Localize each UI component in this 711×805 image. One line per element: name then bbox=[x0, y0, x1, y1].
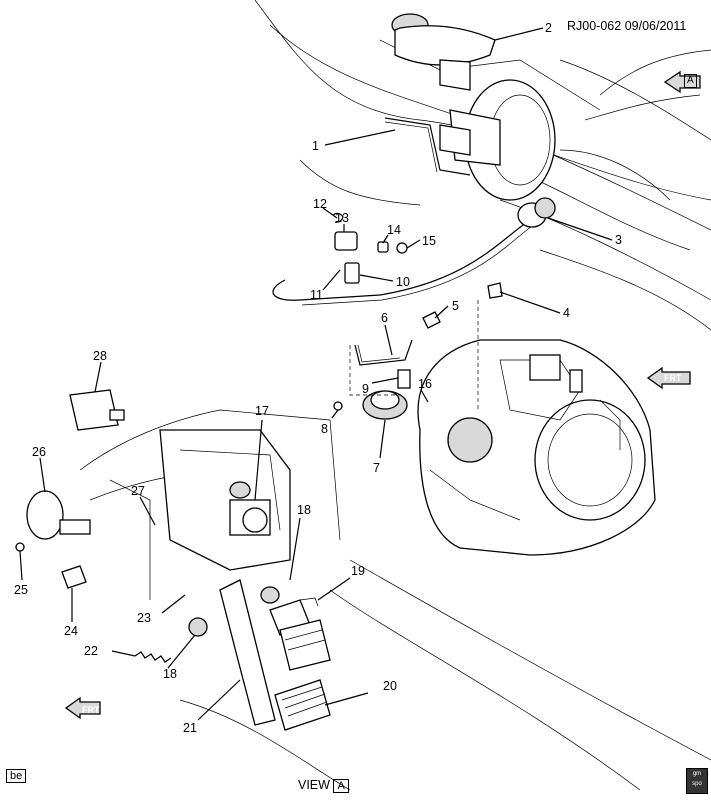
callout-24: 24 bbox=[64, 624, 78, 638]
logo-top: gm bbox=[692, 771, 702, 777]
floor-pan bbox=[179, 559, 711, 791]
callout-11: 11 bbox=[310, 288, 323, 302]
callout-18: 18 bbox=[297, 503, 311, 517]
callout-22: 22 bbox=[84, 644, 98, 658]
callout-20: 20 bbox=[383, 679, 397, 693]
callout-4: 4 bbox=[563, 306, 570, 320]
callout-3: 3 bbox=[615, 233, 622, 247]
ref-code: RJ00-062 bbox=[567, 19, 622, 33]
callout-5: 5 bbox=[452, 299, 459, 313]
callout-15: 15 bbox=[422, 234, 436, 248]
brake-booster bbox=[439, 79, 556, 201]
callout-18b: 18 bbox=[163, 667, 177, 681]
callout-21: 21 bbox=[183, 721, 197, 735]
view-label-letter: A bbox=[333, 779, 349, 793]
callout-7: 7 bbox=[373, 461, 380, 475]
callout-23: 23 bbox=[137, 611, 151, 625]
callout-2: 2 bbox=[545, 21, 552, 35]
ref-date: 09/06/2011 bbox=[624, 19, 687, 33]
callout-16: 16 bbox=[418, 377, 432, 391]
header-ref: RJ00-062 09/06/2011 bbox=[567, 19, 687, 33]
slave-cylinder bbox=[333, 339, 434, 420]
view-label-text: VIEW bbox=[298, 778, 330, 792]
callout-26: 26 bbox=[32, 445, 46, 459]
callout-28: 28 bbox=[93, 349, 107, 363]
callout-6: 6 bbox=[381, 311, 388, 325]
view-a-marker: A bbox=[684, 74, 697, 88]
switch-parts bbox=[15, 389, 125, 589]
frt-label-lower: FRT bbox=[82, 705, 100, 715]
fittings bbox=[332, 212, 503, 329]
return-spring bbox=[134, 651, 172, 663]
corner-code: be bbox=[6, 769, 27, 783]
leader-lines bbox=[19, 27, 613, 721]
callout-25: 25 bbox=[14, 583, 28, 597]
clutch-pipe bbox=[272, 197, 556, 306]
transmission bbox=[417, 339, 656, 556]
callout-9: 9 bbox=[362, 382, 369, 396]
callout-27: 27 bbox=[131, 484, 145, 498]
reservoir bbox=[391, 13, 496, 91]
gm-spo-logo: gm spo bbox=[686, 768, 708, 794]
frt-label-upper: FRT bbox=[664, 373, 682, 383]
pipe-1 bbox=[384, 117, 471, 176]
callout-12: 12 bbox=[313, 197, 327, 211]
callout-19: 19 bbox=[351, 564, 365, 578]
frt-arrow-upper bbox=[646, 366, 691, 390]
frt-arrow-lower bbox=[64, 696, 101, 720]
callout-13: 13 bbox=[335, 211, 349, 225]
view-label: VIEW A bbox=[298, 778, 349, 793]
callout-1: 1 bbox=[312, 139, 319, 153]
callout-8: 8 bbox=[321, 422, 328, 436]
callout-17: 17 bbox=[255, 404, 269, 418]
pedals bbox=[188, 579, 331, 731]
logo-bottom: spo bbox=[692, 781, 702, 787]
callout-14: 14 bbox=[387, 223, 401, 237]
callout-10: 10 bbox=[396, 275, 410, 289]
